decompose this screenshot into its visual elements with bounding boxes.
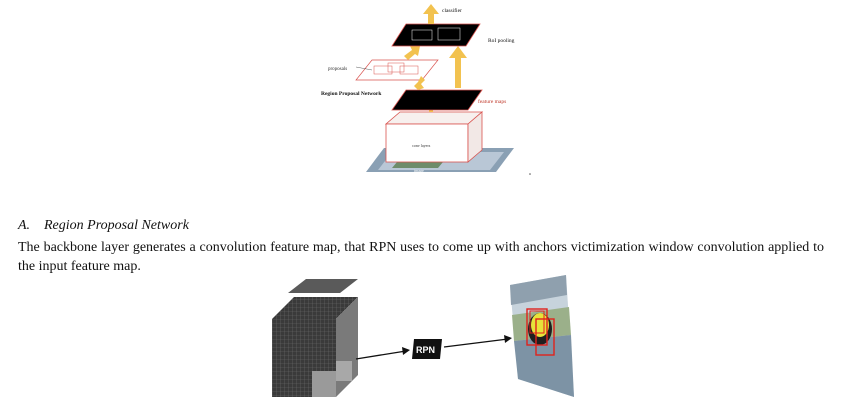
roi-pooling-map [391,23,481,47]
feature-map [391,89,483,111]
section-title: Region Proposal Network [44,218,189,233]
faster-rcnn-diagram: image conv layers feature maps Region Pr… [321,4,531,175]
proposals-label: proposals [328,67,347,72]
image-label: image [414,168,424,173]
arrow-feature-to-roi [449,46,467,88]
feature-cube [272,279,358,397]
body-paragraph: The backbone layer generates a convoluti… [18,240,824,274]
classifier-label: classifier [442,7,462,14]
section-number: A. [18,218,31,233]
arrow-cube-to-rpn [355,347,410,360]
rpn-box: RPN [412,339,442,359]
rpn-pipeline-figure: RPN [272,275,574,397]
arrow-feature-to-proposals [414,76,425,90]
arrow-proposals-to-roi [404,46,420,60]
arrow-rpn-to-image [443,335,512,348]
roi-pooling-label: RoI pooling [488,38,515,44]
rpn-box-label: RPN [416,345,435,355]
section-heading: A. Region Proposal Network [18,218,189,234]
arrow-to-classifier [423,4,439,24]
detection-image [510,275,574,397]
conv-layers-box [384,111,484,163]
conv-layers-label: conv layers [412,143,431,148]
feature-maps-label: feature maps [478,98,506,105]
proposals-plane [355,59,439,81]
rpn-label: Region Proposal Network [321,91,382,97]
